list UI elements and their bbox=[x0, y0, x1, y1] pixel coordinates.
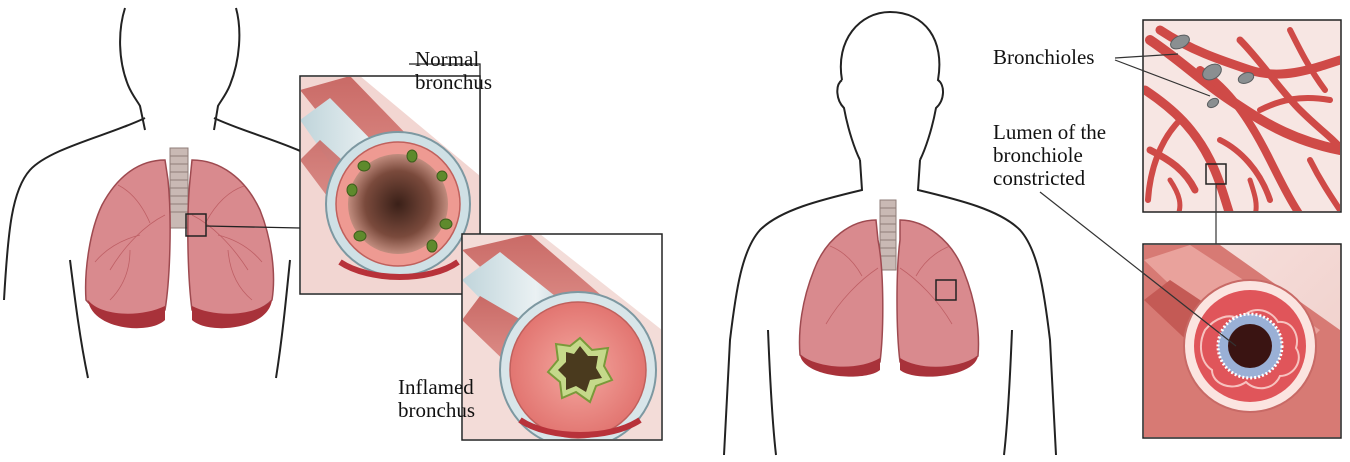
left-lungs bbox=[86, 148, 274, 328]
label-inflamed-bronchus: Inflamed bronchus bbox=[398, 376, 475, 422]
right-lungs bbox=[800, 200, 979, 377]
normal-bronchus-inset bbox=[300, 76, 480, 294]
label-normal-bronchus: Normal bronchus bbox=[415, 48, 492, 94]
label-lumen-constricted: Lumen of the bronchiole constricted bbox=[993, 121, 1106, 190]
label-bronchioles: Bronchioles bbox=[993, 46, 1094, 69]
inflamed-bronchus-inset bbox=[462, 234, 662, 448]
bronchiole-cross-section-inset bbox=[1143, 244, 1341, 438]
right-trachea bbox=[880, 200, 896, 270]
left-lung-left-side bbox=[188, 160, 274, 316]
left-lung-right-side bbox=[86, 160, 171, 316]
bronchioles-inset bbox=[1143, 20, 1342, 215]
bronchiole-lumen bbox=[1228, 324, 1272, 368]
